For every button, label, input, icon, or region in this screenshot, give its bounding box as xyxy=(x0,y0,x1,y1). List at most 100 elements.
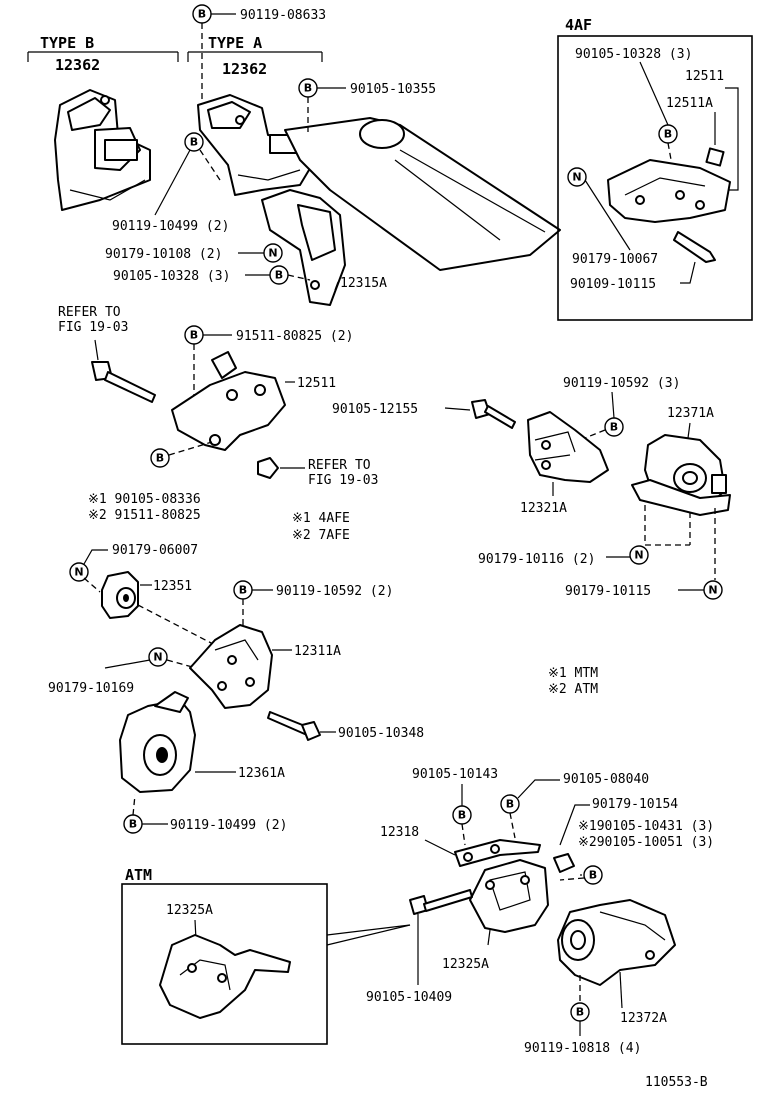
svg-text:12361A: 12361A xyxy=(238,766,285,781)
svg-text:90179-10108 (2): 90179-10108 (2) xyxy=(105,247,222,262)
svg-text:※290105-10051 (3): ※290105-10051 (3) xyxy=(578,835,714,850)
svg-text:90105-10143: 90105-10143 xyxy=(412,767,498,782)
callout-90179-10169: N 90179-10169 xyxy=(48,647,197,696)
svg-text:※190105-10431 (3): ※190105-10431 (3) xyxy=(578,819,714,834)
svg-text:N: N xyxy=(74,566,83,579)
svg-text:B: B xyxy=(610,421,618,434)
svg-text:90179-10067: 90179-10067 xyxy=(572,252,658,267)
callout-91511-80825-top: B 91511-80825 (2) xyxy=(184,325,353,411)
callout-90119-10592-2: B 90119-10592 (2) xyxy=(233,580,393,630)
svg-text:90179-10115: 90179-10115 xyxy=(565,584,651,599)
svg-text:90105-12155: 90105-12155 xyxy=(332,402,418,417)
svg-text:90179-10169: 90179-10169 xyxy=(48,681,134,696)
svg-text:N: N xyxy=(708,584,717,597)
svg-text:B: B xyxy=(589,869,597,882)
mount-12371A-drawing: 12371A xyxy=(631,406,731,580)
svg-text:B: B xyxy=(190,136,198,149)
svg-text:12318: 12318 xyxy=(380,825,419,840)
bracket-12315A-drawing xyxy=(261,189,346,306)
svg-text:FIG 19-03: FIG 19-03 xyxy=(308,473,378,488)
svg-text:REFER TO: REFER TO xyxy=(58,305,121,320)
callout-90179-10154: 90179-10154 ※190105-10431 (3) ※290105-10… xyxy=(553,797,714,885)
svg-text:B: B xyxy=(506,798,514,811)
svg-text:90105-10328 (3): 90105-10328 (3) xyxy=(575,47,692,62)
svg-text:90105-10348: 90105-10348 xyxy=(338,726,424,741)
svg-text:90105-10409: 90105-10409 xyxy=(366,990,452,1005)
inset-atm: ATM 12325A xyxy=(121,866,411,1045)
svg-text:12511: 12511 xyxy=(297,376,336,391)
svg-text:12311A: 12311A xyxy=(294,644,341,659)
bracket-12511-drawing: 12511 xyxy=(171,351,336,451)
svg-text:※2 7AFE: ※2 7AFE xyxy=(292,528,350,543)
svg-text:90119-10592 (2): 90119-10592 (2) xyxy=(276,584,393,599)
svg-text:90179-10116 (2): 90179-10116 (2) xyxy=(478,552,595,567)
bracket-12325A-drawing: 12325A xyxy=(442,859,549,972)
svg-text:B: B xyxy=(576,1006,584,1019)
svg-text:12511A: 12511A xyxy=(666,96,713,111)
engine-crossmember-drawing xyxy=(284,117,561,271)
svg-text:※1 MTM: ※1 MTM xyxy=(548,666,598,681)
svg-text:90119-10499 (2): 90119-10499 (2) xyxy=(170,818,287,833)
callout-90179-10115: 90179-10115 N xyxy=(565,580,723,600)
bracket-12321A-drawing: 12321A xyxy=(520,411,609,516)
svg-text:90105-08040: 90105-08040 xyxy=(563,772,649,787)
svg-text:N: N xyxy=(268,247,277,260)
part-12362-b: 12362 xyxy=(55,56,100,74)
svg-text:12325A: 12325A xyxy=(442,957,489,972)
svg-text:B: B xyxy=(129,818,137,831)
svg-text:12372A: 12372A xyxy=(620,1011,667,1026)
mount-12372A-drawing: 12372A xyxy=(557,899,676,1026)
svg-text:90119-10818 (4): 90119-10818 (4) xyxy=(524,1041,641,1056)
svg-text:90179-10154: 90179-10154 xyxy=(592,797,678,812)
callout-90105-10355: B 90105-10355 xyxy=(298,78,436,132)
part-12362-a: 12362 xyxy=(222,60,267,78)
callout-90105-12155: 90105-12155 xyxy=(332,399,516,429)
svg-text:90179-06007: 90179-06007 xyxy=(112,543,198,558)
type-a-label: TYPE A xyxy=(208,34,262,52)
svg-text:※1 90105-08336: ※1 90105-08336 xyxy=(88,492,201,507)
svg-text:90119-08633: 90119-08633 xyxy=(240,8,326,23)
callout-90119-10818: B 90119-10818 (4) xyxy=(524,975,641,1056)
callout-90105-08040: B 90105-08040 xyxy=(500,772,649,839)
svg-text:FIG 19-03: FIG 19-03 xyxy=(58,320,128,335)
bushing-12351-drawing: 12351 xyxy=(101,571,216,646)
type-b-header: TYPE B 12362 xyxy=(27,34,179,74)
svg-text:12321A: 12321A xyxy=(520,501,567,516)
svg-text:B: B xyxy=(275,269,283,282)
svg-text:N: N xyxy=(634,549,643,562)
svg-text:REFER TO: REFER TO xyxy=(308,458,371,473)
svg-text:B: B xyxy=(190,329,198,342)
svg-text:B: B xyxy=(156,452,164,465)
mount-12361A-drawing: 12361A xyxy=(119,691,285,793)
bracket-12311A-drawing: 12311A xyxy=(189,624,341,709)
callout-90105-10409: 90105-10409 xyxy=(366,889,473,1005)
svg-text:B: B xyxy=(664,128,672,141)
svg-text:12315A: 12315A xyxy=(340,276,387,291)
callout-90105-10143: 90105-10143 B xyxy=(412,767,498,846)
svg-text:91511-80825 (2): 91511-80825 (2) xyxy=(236,329,353,344)
svg-text:12511: 12511 xyxy=(685,69,724,84)
figure-number: 110553-B xyxy=(645,1075,708,1090)
svg-text:12325A: 12325A xyxy=(166,903,213,918)
svg-text:90105-10355: 90105-10355 xyxy=(350,82,436,97)
engine-notes: ※1 90105-08336 ※2 91511-80825 ※1 4AFE ※2… xyxy=(88,492,350,543)
callout-90179-10108: 90179-10108 (2) N xyxy=(105,243,283,263)
mount-12362-type-a-drawing xyxy=(197,94,316,196)
callout-90119-08633: B 90119-08633 xyxy=(192,4,326,110)
callout-90179-10116: 90179-10116 (2) N xyxy=(478,545,649,567)
svg-text:90119-10499 (2): 90119-10499 (2) xyxy=(112,219,229,234)
svg-text:※2 91511-80825: ※2 91511-80825 xyxy=(88,508,201,523)
svg-text:N: N xyxy=(153,651,162,664)
svg-text:※2 ATM: ※2 ATM xyxy=(548,682,598,697)
callout-90179-06007: N 90179-06007 xyxy=(69,543,198,593)
type-b-label: TYPE B xyxy=(40,34,94,52)
transmission-notes: ※1 MTM ※2 ATM xyxy=(548,666,598,697)
refer-to-fig-19-03-bottom: REFER TO FIG 19-03 xyxy=(257,457,378,488)
svg-text:B: B xyxy=(239,584,247,597)
callout-90119-10499-a: B 90119-10499 (2) xyxy=(112,132,229,234)
svg-text:12371A: 12371A xyxy=(667,406,714,421)
callout-90119-10592-3: 90119-10592 (3) B xyxy=(563,376,680,441)
refer-to-fig-19-03-top: REFER TO FIG 19-03 xyxy=(58,305,156,403)
